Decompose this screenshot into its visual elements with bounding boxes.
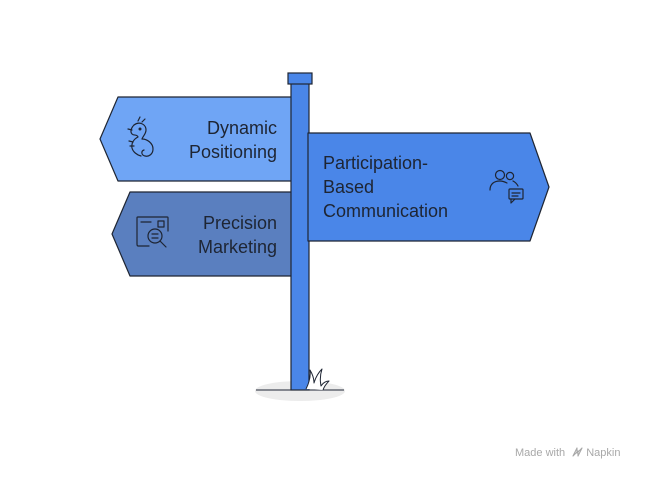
watermark-brand: Napkin: [586, 447, 621, 459]
sign-label-line: Positioning: [188, 142, 277, 162]
sign-label-dynamic-positioning: Dynamic Positioning: [150, 116, 277, 164]
watermark-prefix: Made with: [515, 447, 566, 459]
signpost-pole: [290, 81, 310, 391]
sign-label-line: Precision: [202, 213, 277, 233]
sign-label-line: Marketing: [197, 237, 277, 257]
magnifier-document-icon: [136, 216, 169, 248]
sign-label-precision-marketing: Precision Marketing: [150, 211, 277, 259]
sign-label-line: Participation-: [323, 153, 429, 173]
sign-label-line: Based: [323, 177, 375, 197]
seahorse-icon: [127, 116, 154, 157]
made-with-napkin-watermark[interactable]: Made with Napkin: [515, 445, 620, 461]
sign-label-line: Dynamic: [206, 118, 277, 138]
sign-dynamic-positioning: [99, 96, 293, 182]
sign-label-participation-based-communication: Participation- Based Communication: [323, 151, 483, 223]
sign-precision-marketing: [111, 191, 293, 277]
signpost-pole-cap: [287, 72, 313, 85]
sign-label-line: Communication: [323, 201, 449, 221]
napkin-logo-icon: [572, 447, 583, 457]
sign-participation-based-communication: [307, 132, 550, 242]
users-chat-icon: [489, 169, 524, 204]
grass-tuft-icon: [305, 368, 330, 391]
